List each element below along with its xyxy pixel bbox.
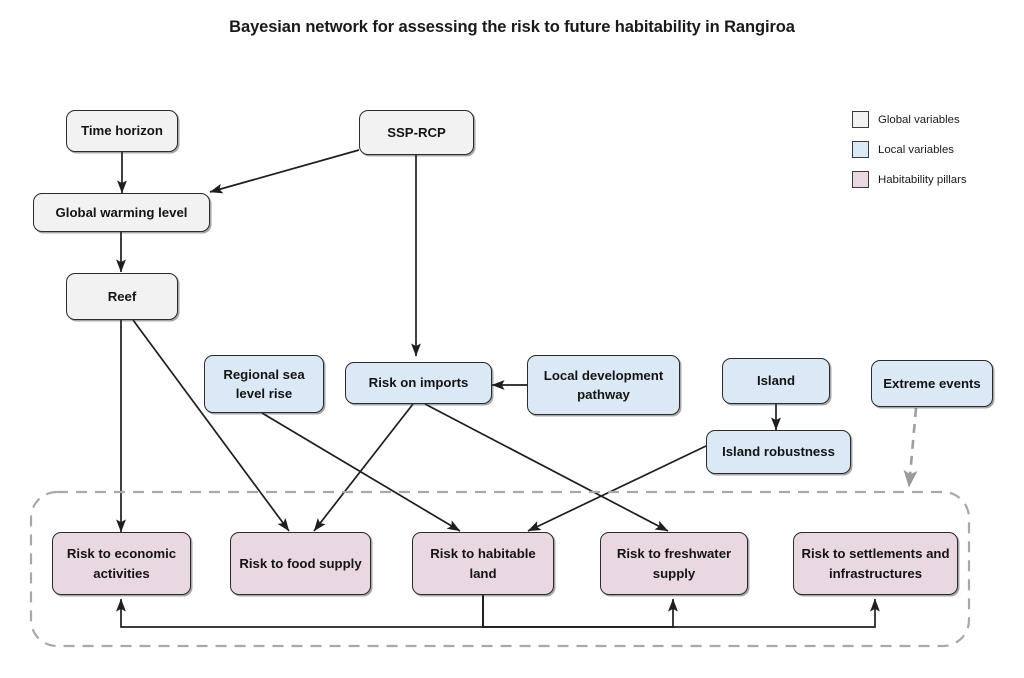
legend-swatch-local-variables	[852, 141, 869, 158]
node-label: Time horizon	[81, 123, 163, 139]
edge-risk-imports-to-risk-freshwater	[424, 403, 669, 532]
node-label: Regional sea level rise	[223, 366, 305, 401]
legend-item-local-variables: Local variables	[852, 140, 1022, 159]
edge-risk-habitable-to-risk-economic	[116, 595, 484, 628]
node-ssp-rcp[interactable]: SSP-RCP	[359, 110, 474, 155]
node-label: Risk to freshwater supply	[616, 546, 732, 581]
node-local-development-pathway[interactable]: Local development pathway	[527, 355, 680, 415]
node-risk-to-economic-activities[interactable]: Risk to economic activities	[52, 532, 191, 595]
legend-item-habitability-pillars: Habitability pillars	[852, 170, 1022, 189]
node-label: Island robustness	[722, 444, 835, 460]
node-risk-on-imports[interactable]: Risk on imports	[345, 362, 492, 404]
node-reef[interactable]: Reef	[66, 273, 178, 320]
node-risk-to-habitable-land[interactable]: Risk to habitable land	[412, 532, 554, 595]
node-risk-to-freshwater-supply[interactable]: Risk to freshwater supply	[600, 532, 748, 595]
legend-label: Local variables	[878, 143, 954, 156]
edge-island-robustness-to-risk-habitable	[527, 445, 707, 532]
node-risk-to-settlements-and-infrastructures[interactable]: Risk to settlements and infrastructures	[793, 532, 958, 595]
node-label: Extreme events	[883, 375, 981, 391]
edge-risk-habitable-to-risk-settlements	[482, 595, 880, 628]
node-label: Risk to habitable land	[430, 546, 536, 581]
node-island-robustness[interactable]: Island robustness	[706, 430, 851, 474]
node-label: SSP-RCP	[387, 124, 446, 140]
node-extreme-events[interactable]: Extreme events	[871, 360, 993, 407]
page-title: Bayesian network for assessing the risk …	[229, 18, 795, 36]
node-global-warming-level[interactable]: Global warming level	[33, 193, 210, 232]
legend: Global variables Local variables Habitab…	[852, 110, 1022, 200]
node-label: Global warming level	[55, 204, 188, 220]
node-time-horizon[interactable]: Time horizon	[66, 110, 178, 152]
node-label: Risk to settlements and infrastructures	[801, 546, 950, 581]
edge-risk-habitable-to-risk-freshwater	[482, 595, 678, 628]
legend-swatch-habitability-pillars	[852, 171, 869, 188]
node-label: Risk to food supply	[239, 555, 362, 571]
node-label: Risk to economic activities	[66, 546, 177, 581]
edge-regional-slr-to-risk-habitable	[261, 412, 461, 532]
edge-ssp-rcp-to-global-warming	[209, 149, 360, 194]
node-risk-to-food-supply[interactable]: Risk to food supply	[230, 532, 371, 595]
legend-swatch-global-variables	[852, 111, 869, 128]
edge-extreme-events-to-group	[903, 407, 918, 488]
node-label: Risk on imports	[368, 375, 469, 391]
node-label: Local development pathway	[543, 367, 664, 402]
node-regional-sea-level-rise[interactable]: Regional sea level rise	[204, 355, 324, 413]
node-label: Island	[756, 373, 796, 389]
legend-label: Global variables	[878, 113, 960, 126]
node-island[interactable]: Island	[722, 358, 830, 404]
node-label: Reef	[107, 288, 137, 304]
legend-label: Habitability pillars	[878, 173, 967, 186]
edge-reef-to-risk-food	[132, 319, 290, 532]
edge-risk-imports-to-risk-food	[313, 403, 414, 532]
legend-item-global-variables: Global variables	[852, 110, 1022, 129]
